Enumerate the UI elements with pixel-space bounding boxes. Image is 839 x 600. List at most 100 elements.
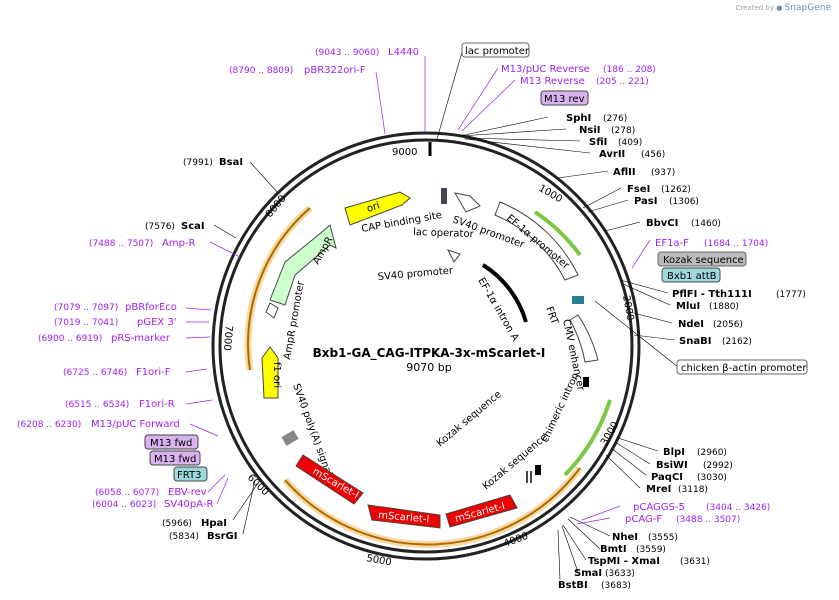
site-smai: SmaI (574, 568, 602, 579)
feature-amprp (265, 302, 279, 319)
box-frt3 (173, 466, 208, 482)
feature-f1ori (261, 346, 279, 399)
feature-kozak-label: Kozak sequence (435, 389, 504, 449)
primer-m13-rev: M13 Reverse (520, 76, 585, 87)
box-m13fwd (149, 450, 201, 466)
feature-sv40p2-label: SV40 promoter (377, 265, 454, 283)
tick-label: 8000 (264, 193, 289, 220)
feature-sv40pa (281, 430, 299, 446)
enzyme-leaders (213, 51, 679, 581)
site-sfii-pos: (409) (618, 138, 642, 148)
primer-ef1a-f: EF1a-F (655, 238, 689, 249)
feature-mscarlet (367, 504, 441, 529)
primer-ef1a-f-pos: (1684 .. 1704) (704, 239, 768, 249)
primer-pbr322: pBR322ori-F (304, 65, 366, 76)
feature-cap-site (441, 188, 447, 204)
site-paqci: PaqCI (651, 472, 683, 483)
box-kozak-text: Kozak sequence (663, 255, 744, 266)
site-hpai-pos: (5966) (162, 519, 192, 529)
primer-labels: (9043 .. 9060) L4440 (8790 .. 8809) pBR3… (17, 47, 770, 525)
site-bstbi-pos: (3683) (601, 581, 631, 591)
feature-f1ori-label: f1 ori (271, 362, 282, 388)
site-pflfi-pos: (1777) (776, 290, 806, 300)
feature-mscarlet (295, 454, 364, 505)
box-cba-text: chicken β-actin promoter (681, 363, 807, 374)
site-bsrgi-pos: (5834) (169, 532, 199, 542)
site-pasi: PasI (634, 196, 657, 207)
site-pasi-pos: (1306) (669, 197, 699, 207)
primer-pbr322-pos: (8790 .. 8809) (229, 66, 293, 76)
site-bsiwi: BsiWI (656, 460, 688, 471)
site-tspmi-xmai: TspMI - XmaI (588, 556, 660, 567)
feature-frt-label: FRT (543, 305, 560, 327)
site-fsei-pos: (1262) (661, 185, 691, 195)
feature-lacop-label: lac operator (413, 227, 475, 240)
site-avrii: AvrII (599, 149, 625, 160)
tick-label: 4000 (502, 531, 530, 550)
feature-ef1a-promoter (494, 201, 579, 281)
primer-l4440: L4440 (388, 47, 419, 58)
site-ndei: NdeI (678, 319, 704, 330)
site-sphi-pos: (276) (603, 114, 627, 124)
primer-leaders (185, 56, 651, 525)
feature-cba (583, 377, 589, 387)
box-frt3-text: FRT3 (177, 470, 201, 481)
box-kozak (657, 251, 747, 267)
primer-ampr-pos: (7488 .. 7507) (89, 239, 153, 249)
site-bsai-pos: (7991) (183, 158, 213, 168)
primer-pcag-f-pos: (3488 .. 3507) (676, 515, 740, 525)
primer-pbrforeco-pos: (7079 .. 7097) (54, 303, 118, 313)
primer-pcaggs5: pCAGGS-5 (633, 502, 685, 513)
primer-sv40pa-pos: (6004 .. 6023) (92, 500, 156, 510)
primer-ebv-pos: (6058 .. 6077) (95, 488, 159, 498)
site-blpi-pos: (2960) (697, 448, 727, 458)
site-bsai: BsaI (219, 157, 243, 168)
site-sphi: SphI (566, 113, 591, 124)
box-lac-promoter (461, 42, 530, 58)
site-hpai: HpaI (201, 518, 227, 529)
feature-kozak-mark (530, 471, 532, 483)
primer-sv40pa: SV40pA-R (164, 499, 213, 510)
site-mlui: MluI (676, 301, 700, 312)
box-bxb1-text: Bxb1 attB (667, 271, 717, 282)
feature-arc-green (533, 210, 582, 257)
feature-arc-bottom (284, 467, 581, 546)
box-bxb1 (661, 267, 721, 283)
tick-label: 1000 (537, 183, 565, 205)
boxed-labels: lac promoter M13 rev Kozak sequence Bxb1… (144, 42, 808, 482)
primer-f1ori-r-pos: (6515 .. 6534) (65, 400, 129, 410)
brand-name: SnapGene (784, 3, 831, 13)
plasmid-size: 9070 bp (406, 361, 451, 374)
tick-label: 7000 (221, 325, 234, 351)
site-nsii-pos: (278) (611, 126, 635, 136)
feature-ef1a-intron (481, 263, 528, 323)
site-aflii: AflII (613, 167, 636, 178)
primer-pgex: pGEX 3' (137, 317, 177, 328)
tick-label: 5000 (365, 553, 392, 568)
feature-mscarlet-label: mScarlet-I (378, 510, 430, 525)
feature-ori (344, 191, 411, 226)
site-bbvci: BbvCI (646, 218, 678, 229)
brand-created-by: Created by (735, 4, 775, 12)
primer-f1ori-f-pos: (6725 .. 6746) (63, 368, 127, 378)
primer-f1ori-f: F1ori-F (136, 367, 171, 378)
site-avrii-pos: (456) (641, 150, 665, 160)
feature-intron-label: EF-1α intron A (475, 276, 520, 343)
site-pflfi-tth111i: PflFI - Tth111I (672, 289, 752, 300)
tick-label: 2000 (620, 295, 635, 322)
feature-sv40p (454, 192, 481, 213)
site-smai-pos: (3633) (605, 569, 635, 579)
feature-frt (572, 296, 584, 304)
primer-pbrforeco: pBRforEco (125, 302, 177, 313)
backbone-outer-ring (211, 131, 641, 561)
snapgene-logo-icon: ● (776, 4, 783, 12)
primer-pgex-pos: (7019 .. 7041) (54, 318, 118, 328)
feature-sv40p-2 (447, 249, 461, 263)
site-nhei-pos: (3555) (648, 533, 678, 543)
primer-m13puc-fwd-pos: (6208 .. 6230) (17, 420, 81, 430)
primer-prs-pos: (6900 .. 6919) (38, 334, 102, 344)
feature-mscarlet (445, 494, 518, 528)
plasmid-name: Bxb1-GA_CAG-ITPKA-3x-mScarlet-I (313, 346, 546, 361)
site-nsii: NsiI (579, 125, 600, 136)
primer-l4440-pos: (9043 .. 9060) (315, 48, 379, 58)
